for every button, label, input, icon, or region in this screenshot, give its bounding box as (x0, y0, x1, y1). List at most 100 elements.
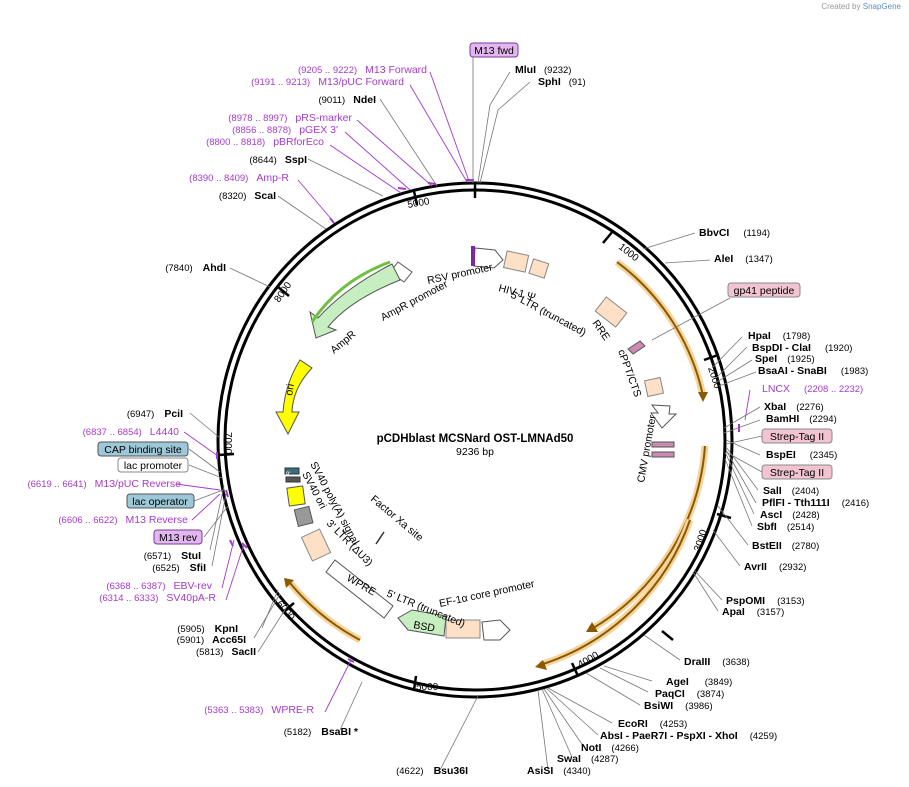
enzyme-draiii: DraIII(3638) (684, 656, 750, 668)
enzyme-spei: SpeI(1925) (755, 353, 815, 365)
rsv-start-marker (471, 246, 475, 266)
sv40-ori-marker-2 (285, 476, 301, 483)
sv40-polya-shape (293, 505, 314, 528)
label-factor-xa: Factor Xa site (368, 493, 425, 544)
box-gp41-label: gp41 peptide (734, 285, 795, 297)
box-strep-tag-2 (761, 464, 833, 480)
enzyme-pspomi: PspOMI(3153) (726, 595, 805, 607)
enzyme-pcii: (6947)PciI (127, 408, 183, 420)
enzyme-agei: AgeI(3849) (666, 676, 732, 688)
bsd-shape (397, 609, 447, 637)
primer-labels: (9205 .. 9222)M13 Forward (9191 .. 9213)… (27, 64, 863, 716)
primer-m13-puc-forward: (9191 .. 9213)M13/pUC Forward (251, 76, 404, 88)
factor-xa-marker (375, 531, 385, 545)
box-strep-tag-1 (761, 428, 833, 444)
primer-m13-puc-reverse: (6619 .. 6641)M13/pUC Reverse (27, 478, 181, 490)
primer-sv40pa-r: (6314 .. 6333)SV40pA-R (99, 592, 216, 604)
cds-arcs (287, 259, 709, 669)
plasmid-length: 9236 bp (456, 446, 494, 458)
enzyme-bspdi-clai: BspDI - ClaI(1920) (752, 342, 852, 354)
enzyme-ecori: EcoRI(4253) (618, 718, 687, 730)
cds-arc-2-core (589, 445, 706, 631)
enzyme-xbai: XbaI(2276) (764, 401, 824, 413)
enzyme-sacii: (5813)SacII (196, 646, 256, 658)
strep-tag-1-shape (651, 441, 675, 448)
enzyme-acc65i: (5901)Acc65I (177, 634, 246, 646)
enzyme-sbfi: SbfI(2514) (757, 521, 814, 533)
primer-ebv-rev: (6368 .. 6387)EBV-rev (106, 580, 212, 592)
cds-arc-3-core (539, 519, 691, 666)
enzyme-bamhi: BamHI(2294) (766, 413, 837, 425)
enzyme-sphi: SphI(91) (538, 76, 586, 88)
cmv-promoter-shape (650, 404, 678, 429)
label-ltr5: 5' LTR (truncated) (509, 289, 588, 339)
box-m13-rev-label: M13 rev (159, 532, 198, 544)
hiv-psi-shape (528, 258, 550, 279)
enzyme-avrii: AvrII(2932) (744, 561, 806, 573)
enzyme-bbvci: BbvCI(1194) (699, 227, 770, 239)
enzyme-labels-left: (9011)NdeI (8644)SspI (8320)ScaI (7840)A… (127, 94, 468, 777)
tick-5000: 5000 (416, 682, 439, 693)
primer-lncx: LNCX(2208 .. 2232) (762, 383, 863, 395)
box-gp41 (727, 282, 801, 298)
enzyme-ndei: (9011)NdeI (318, 94, 376, 106)
tick-8000: 8000 (272, 280, 294, 305)
ltr5b-shape (481, 619, 511, 641)
enzyme-paqci: PaqCI(3874) (655, 688, 724, 700)
enzyme-sfii: (6525)SfiI (152, 562, 206, 574)
box-m13-fwd-label: M13 fwd (474, 45, 514, 57)
enzyme-scai: (8320)ScaI (219, 190, 276, 202)
ef1a-shape (445, 619, 481, 639)
label-cppt: cPPT/CTS (615, 348, 643, 399)
strep-tag-2-shape (651, 451, 675, 458)
box-lac-operator-label: lac operator (132, 496, 188, 508)
rre-shape (594, 296, 628, 328)
enzyme-asci: AscI(2428) (760, 509, 820, 521)
cds-arc-4-core (289, 582, 361, 641)
label-ef1a: EF-1α core promoter (438, 578, 536, 610)
box-connectors (188, 57, 763, 538)
enzyme-pflfi-tth111i: PflFI - Tth111I(2416) (762, 497, 869, 509)
wpre-shape (325, 559, 394, 619)
box-strep-tag-1-label: Strep-Tag II (770, 431, 824, 443)
box-m13-rev (153, 529, 203, 545)
features (275, 246, 678, 641)
cds-arrowheads (284, 392, 708, 670)
enzyme-bsabi: (5182)BsaBI * (284, 726, 359, 738)
cppt-shape (627, 340, 646, 355)
enzyme-hpai: HpaI(1798) (748, 330, 810, 342)
label-bsd: BSD (412, 619, 436, 635)
plasmid-name: pCDHblast MCSNard OST-LMNAd50 (377, 433, 574, 445)
enzyme-ahdi: (7840)AhdI (165, 262, 226, 274)
primer-prs-marker: (8978 .. 8997)pRS-marker (228, 112, 352, 124)
enzyme-sali: SalI(2404) (763, 485, 819, 497)
primer-l4440: (6837 .. 6854)L4440 (83, 426, 180, 438)
enzyme-sspi: (8644)SspI (249, 154, 307, 166)
box-strep-tag-2-label: Strep-Tag II (770, 467, 824, 479)
enzyme-apai: ApaI(3157) (722, 606, 784, 618)
cmv-enhancer-shape (643, 376, 665, 398)
snapgene-credit: Created by SnapGene (821, 2, 901, 11)
box-cap-binding (97, 441, 189, 457)
ampr-outer-arc (310, 260, 391, 323)
sv40-ori-shape (286, 485, 306, 507)
enzyme-labels-right: MluI(9232) SphI(91) BbvCI(1194) AleI(134… (515, 64, 869, 777)
tick-marks (218, 183, 732, 691)
enzyme-asisi: AsiSI(4340) (527, 765, 591, 777)
tick-labels: 1000 2000 3000 4000 5000 6000 7000 8000 … (222, 196, 723, 693)
primer-connectors (175, 71, 751, 713)
enzyme-stui: (6571)StuI (144, 550, 201, 562)
cds-arc-1-core (616, 261, 704, 397)
primer-m13-forward: (9205 .. 9222)M13 Forward (298, 64, 427, 76)
primer-amp-r: (8390 .. 8409)Amp-R (189, 172, 289, 184)
enzyme-bsiwi: BsiWI(3986) (644, 700, 713, 712)
tick-2000: 2000 (705, 366, 722, 391)
boxed-labels: M13 fwd gp41 peptide Strep-Tag II Strep-… (97, 42, 833, 545)
credit-prefix: Created by (821, 2, 861, 11)
primer-pbrforeco: (8800 .. 8818)pBRforEco (206, 136, 324, 148)
enzyme-bsteii: BstEII(2780) (752, 540, 819, 552)
primer-wpre-r: (5363 .. 5383)WPRE-R (204, 704, 314, 716)
primer-m13-reverse: (6606 .. 6622)M13 Reverse (58, 514, 188, 526)
tick-7000: 7000 (222, 432, 233, 455)
enzyme-absi-xhoi: AbsI - PaeR7I - PspXI - XhoI(4259) (600, 730, 777, 742)
